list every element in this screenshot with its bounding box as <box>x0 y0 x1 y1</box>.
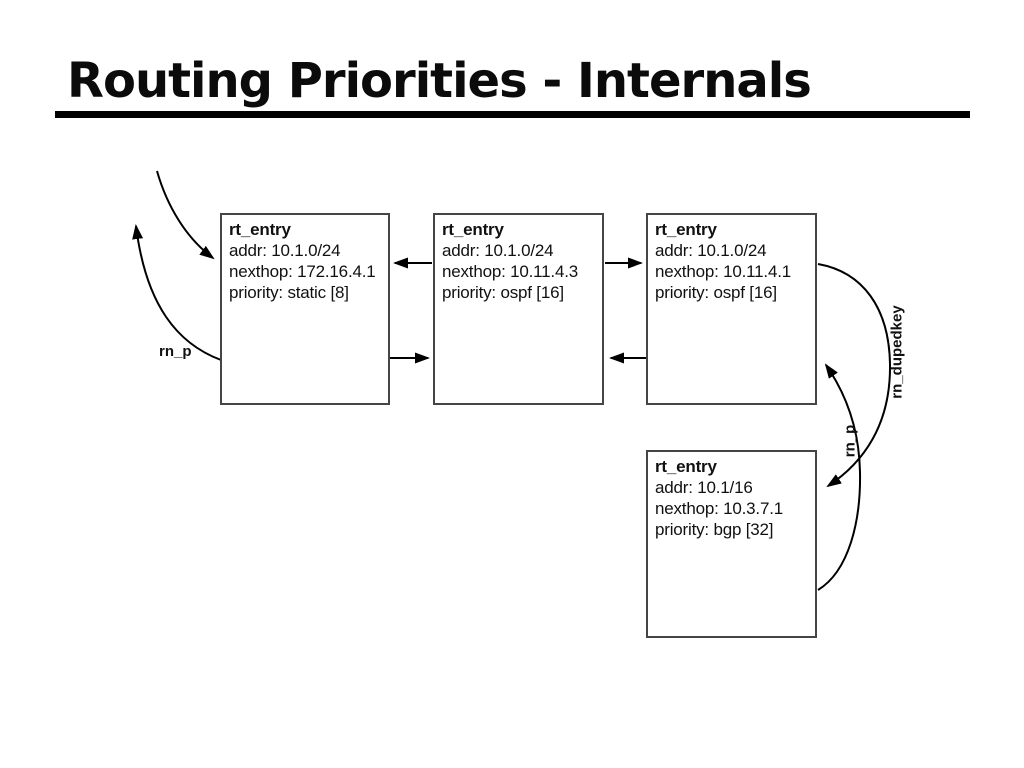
node-2-addr: addr: 10.1.0/24 <box>442 241 554 260</box>
arrow-rn-p-right <box>817 363 862 591</box>
label-rn-p-right: rn_p <box>841 424 859 458</box>
node-1-nexthop: nexthop: 172.16.4.1 <box>229 262 376 281</box>
label-rn-p-left: rn_p <box>159 343 192 360</box>
rt-entry-node-3: rt_entry addr: 10.1.0/24 nexthop: 10.11.… <box>646 213 817 405</box>
node-2-priority: priority: ospf [16] <box>442 283 564 302</box>
node-4-priority: priority: bgp [32] <box>655 520 774 539</box>
node-3-title: rt_entry <box>655 220 717 239</box>
node-2-title: rt_entry <box>442 220 504 239</box>
arrow-rn-dupedkey <box>817 263 892 488</box>
label-rn-dupedkey: rn_dupedkey <box>888 305 906 399</box>
node-4-title: rt_entry <box>655 457 717 476</box>
node-4-nexthop: nexthop: 10.3.7.1 <box>655 499 783 518</box>
rt-entry-node-4: rt_entry addr: 10.1/16 nexthop: 10.3.7.1… <box>646 450 817 638</box>
node-1-title: rt_entry <box>229 220 291 239</box>
node-3-nexthop: nexthop: 10.11.4.1 <box>655 262 791 281</box>
node-4-addr: addr: 10.1/16 <box>655 478 753 497</box>
rt-entry-node-1: rt_entry addr: 10.1.0/24 nexthop: 172.16… <box>220 213 390 405</box>
node-1-addr: addr: 10.1.0/24 <box>229 241 341 260</box>
page-title: Routing Priorities - Internals <box>67 53 812 109</box>
node-1-priority: priority: static [8] <box>229 283 349 302</box>
arrow-incoming-head <box>156 170 215 260</box>
title-underline <box>55 111 970 118</box>
node-3-addr: addr: 10.1.0/24 <box>655 241 767 260</box>
node-2-nexthop: nexthop: 10.11.4.3 <box>442 262 578 281</box>
arrow-rn-p-left <box>132 224 222 361</box>
rt-entry-node-2: rt_entry addr: 10.1.0/24 nexthop: 10.11.… <box>433 213 604 405</box>
node-3-priority: priority: ospf [16] <box>655 283 777 302</box>
